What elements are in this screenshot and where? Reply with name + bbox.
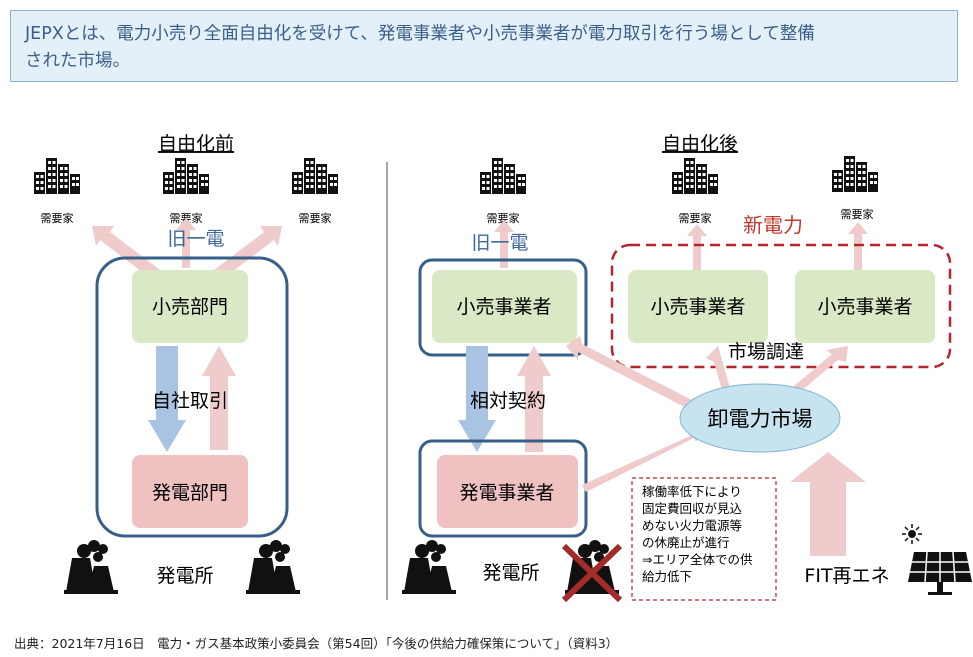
generation-division-box	[132, 455, 248, 528]
power-plant-icon	[402, 540, 456, 594]
left-consumer-2: 需要家	[163, 158, 209, 225]
building-icon	[34, 158, 80, 194]
header-banner: JEPXとは、電力小売り全面自由化を受けて、発電事業者や小売事業者が電力取引を行…	[10, 10, 958, 82]
new-retailer-box-1	[628, 270, 768, 343]
note-box	[631, 477, 777, 601]
left-company-label: 旧一電	[167, 228, 224, 250]
new-retailer-label-1: 小売事業者	[650, 296, 745, 318]
consumer-label: 需要家	[487, 211, 520, 225]
left-title: 自由化前	[158, 133, 234, 155]
consumer-label: 需要家	[679, 211, 712, 225]
right-consumer-3: 需要家	[832, 156, 878, 221]
market-to-new-retailer-arrow	[794, 346, 848, 392]
contract-label: 相対契約	[470, 390, 546, 412]
new-retailer-label-2: 小売事業者	[817, 296, 912, 318]
note-line: 給力低下	[642, 569, 692, 584]
note-line: めない火力電源等	[642, 518, 742, 533]
sun-icon	[902, 524, 922, 544]
internal-down-arrow	[148, 346, 186, 452]
note-text: 稼働率低下により 固定費回収が見込 めない火力電源等 の休廃止が進行 ⇒エリア全…	[642, 484, 752, 584]
wholesale-market-label: 卸電力市場	[708, 407, 813, 431]
note-line: の休廃止が進行	[642, 535, 730, 550]
fit-to-market-arrow	[790, 452, 866, 556]
internal-up-arrow	[202, 346, 236, 450]
consumer-label: 需要家	[41, 211, 74, 225]
incumbent-retailer-label: 小売事業者	[456, 296, 551, 318]
building-icon	[163, 158, 209, 194]
new-power-label: 新電力	[743, 213, 803, 237]
incumbent-retail-group	[418, 258, 588, 357]
power-plant-icon	[565, 540, 619, 594]
consumer-label: 需要家	[841, 207, 874, 221]
header-line-2: された市場。	[25, 51, 130, 71]
generation-division-label: 発電部門	[152, 482, 228, 504]
retail-division-box	[132, 270, 248, 343]
left-plant-label: 発電所	[156, 565, 213, 587]
generator-label: 発電事業者	[459, 482, 554, 504]
incumbent-retailer-box	[432, 270, 577, 343]
generator-to-market-arrow	[582, 428, 704, 492]
note-line: 固定費回収が見込	[642, 501, 743, 516]
contract-down-arrow	[458, 346, 496, 452]
right-plant-label: 発電所	[482, 562, 539, 584]
note-line: ⇒エリア全体での供	[642, 552, 752, 567]
generator-box	[437, 455, 578, 528]
left-company-group	[95, 256, 289, 538]
supply-arrow	[494, 220, 514, 268]
supply-arrow	[176, 218, 196, 268]
solar-panel-icon	[908, 551, 972, 595]
market-to-retailer-arrow	[566, 336, 700, 412]
power-plant-icon	[64, 540, 118, 594]
closed-plant	[561, 540, 623, 603]
right-company-label: 旧一電	[471, 232, 528, 254]
right-title: 自由化後	[662, 133, 738, 155]
building-icon	[832, 156, 878, 192]
retail-division-label: 小売部門	[152, 296, 228, 318]
wholesale-market-ellipse	[679, 383, 841, 453]
market-procure-label: 市場調達	[728, 341, 804, 363]
source-citation: 出典：2021年7月16日 電力・ガス基本政策小委員会（第54回）「今後の供給力…	[14, 636, 619, 651]
fit-label: FIT再エネ	[804, 565, 889, 587]
left-consumer-3: 需要家	[292, 158, 338, 225]
contract-up-arrow	[517, 346, 551, 452]
internal-trade-label: 自社取引	[152, 390, 228, 412]
right-consumer-1: 需要家	[480, 158, 526, 225]
building-icon	[292, 158, 338, 194]
supply-arrow	[214, 226, 282, 278]
new-power-group	[610, 243, 952, 369]
building-icon	[480, 158, 526, 194]
left-consumer-1: 需要家	[34, 158, 80, 225]
right-consumer-2: 需要家	[672, 158, 718, 225]
supply-arrow	[92, 226, 160, 278]
power-plant-icon	[246, 540, 300, 594]
supply-arrow	[687, 224, 707, 270]
header-line-1: JEPXとは、電力小売り全面自由化を受けて、発電事業者や小売事業者が電力取引を行…	[25, 24, 815, 44]
note-line: 稼働率低下により	[642, 484, 742, 499]
consumer-label: 需要家	[299, 211, 332, 225]
building-icon	[672, 158, 718, 194]
market-to-new-retailer-arrow	[706, 346, 730, 390]
new-retailer-box-2	[795, 270, 935, 343]
